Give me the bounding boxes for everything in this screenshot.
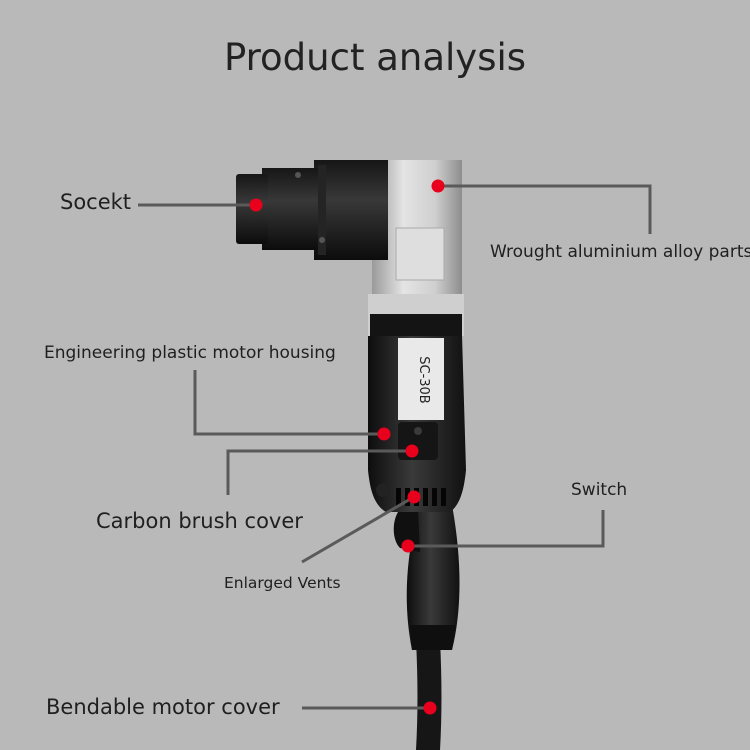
socket-body	[262, 168, 318, 250]
rating-plate	[398, 338, 444, 420]
label-motor-cover: Bendable motor cover	[46, 695, 280, 719]
trigger	[393, 510, 420, 552]
handle	[406, 505, 460, 650]
label-housing: Engineering plastic motor housing	[44, 343, 336, 363]
marker-socket	[249, 198, 263, 212]
marker-carbon-brush	[405, 444, 419, 458]
leader-switch	[410, 510, 605, 548]
marker-motor-cover	[423, 701, 437, 715]
leader-carbon-brush	[226, 449, 412, 495]
strain-relief	[410, 625, 456, 650]
power-cord	[416, 628, 442, 750]
socket-collar	[314, 160, 388, 260]
label-vents: Enlarged Vents	[224, 574, 341, 592]
leader-housing	[193, 370, 384, 436]
leader-aluminium	[438, 184, 652, 234]
marker-switch	[401, 539, 415, 553]
marker-aluminium	[431, 179, 445, 193]
label-socket: Socekt	[60, 190, 132, 214]
marker-housing	[377, 427, 391, 441]
marker-vents	[407, 490, 421, 504]
leader-vents	[301, 496, 413, 564]
label-switch: Switch	[571, 480, 628, 500]
page-title: Product analysis	[223, 36, 527, 79]
model-label: SC-30B	[416, 356, 431, 403]
label-aluminium: Wrought aluminium alloy parts	[490, 242, 750, 262]
label-carbon-brush: Carbon brush cover	[96, 509, 303, 533]
